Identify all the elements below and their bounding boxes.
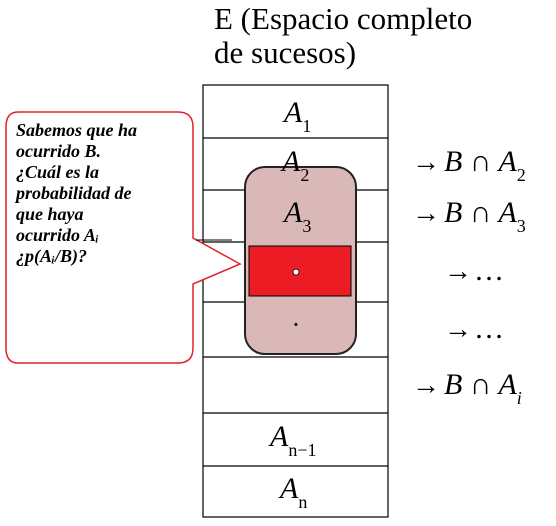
- intersection-b-a2: →B ∩ A2: [412, 145, 526, 185]
- row-label-an-1: An−1: [268, 420, 316, 460]
- row-label-an: An: [278, 472, 307, 512]
- row-label-a2: A2: [280, 145, 309, 185]
- intersection-b-a3: →B ∩ A3: [412, 196, 526, 236]
- title-line-2: de sucesos): [214, 35, 356, 70]
- highlight-ai-cell: [248, 245, 352, 297]
- callout-line: Sabemos que ha: [16, 120, 138, 140]
- intersection-b-ai: →B ∩ Ai: [412, 368, 522, 408]
- region-dot: ·: [292, 310, 301, 339]
- callout-line: ¿p(Aᵢ/B)?: [16, 246, 88, 266]
- callout-bubble: [5, 111, 242, 364]
- row-label-a1: A1: [282, 96, 311, 136]
- intersection-ellipsis-1: →…: [444, 254, 504, 287]
- callout-line: probabilidad de: [16, 183, 132, 203]
- row-label-a3: A3: [282, 196, 311, 236]
- callout-line: ocurrido Aᵢ: [16, 225, 99, 245]
- title-line-1: E (Espacio completo: [214, 1, 472, 36]
- highlight-dot: [292, 268, 300, 276]
- callout-text: Sabemos que ha ocurrido B. ¿Cuál es la p…: [16, 120, 196, 267]
- callout-line: que haya: [16, 204, 84, 224]
- callout-line: ¿Cuál es la: [16, 162, 100, 182]
- sample-space-outline: [202, 84, 389, 518]
- callout-line: ocurrido B.: [16, 141, 102, 161]
- intersection-ellipsis-2: →…: [444, 312, 504, 345]
